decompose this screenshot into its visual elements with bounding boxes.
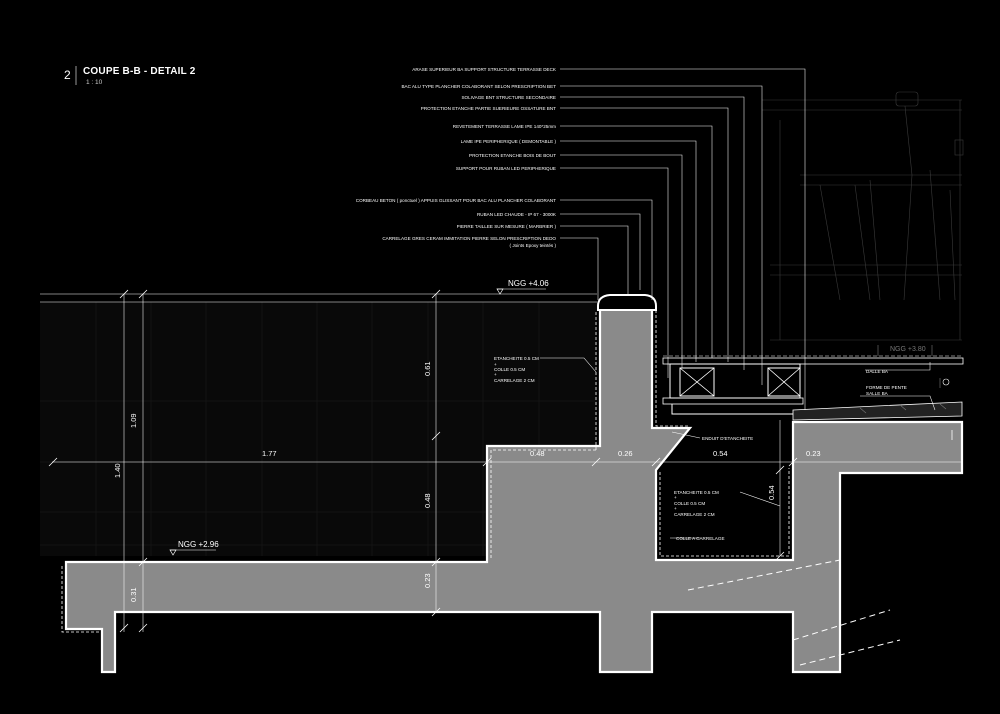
callout-labels: ARASE SUPERIEUR BA SUPPORT STRUCTURE TER… <box>356 67 557 248</box>
forme-label-2: SALLE BA <box>866 391 889 396</box>
dim-0-61: 0.61 <box>423 361 432 376</box>
dim-1-09: 1.09 <box>129 413 138 428</box>
dim-0-26: 0.26 <box>618 449 633 458</box>
dim-0-54-horizontal: 0.54 <box>713 449 728 458</box>
callout-8: SUPPORT POUR RUBAN LED PERIPHERIQUE <box>456 166 556 171</box>
callout-12-note: ( Joints Epoxy teintés ) <box>510 243 557 248</box>
dalle-label: DALLE BA <box>866 369 889 374</box>
dim-1-77: 1.77 <box>262 449 277 458</box>
level-bottom: NGG +2.96 <box>169 540 219 556</box>
left-layer-1: ETANCHEITE 0.5 CM <box>494 356 539 361</box>
level-right: NGG +3.80 <box>890 346 926 353</box>
right-plus-1: + <box>674 495 677 500</box>
dim-0-54-vertical: 0.54 <box>767 485 776 500</box>
callout-10: RUBAN LED CHAUDE - IP 67 - 3000K <box>477 212 557 217</box>
right-layer-1: ETANCHEITE 0.5 CM <box>674 490 719 495</box>
callout-2: BAC ALU TYPE PLANCHER COLABORANT SELON P… <box>401 84 556 89</box>
right-layer-2: COLLE 0.5 CM <box>674 501 705 506</box>
background-elevation <box>762 91 964 341</box>
callout-12: CARRELAGE GRES CERAM IMMITATION PIERRE S… <box>382 236 556 241</box>
concrete-section <box>61 294 964 674</box>
dim-0-48-vertical: 0.48 <box>423 493 432 508</box>
deck-structure <box>662 345 964 440</box>
level-bottom-text: NGG +2.96 <box>178 540 219 549</box>
level-top: NGG +4.06 <box>496 279 549 295</box>
dimension-text: 1.40 1.09 0.31 1.77 0.61 0.48 0.23 0.48 … <box>113 361 821 602</box>
callout-5: REVETEMENT TERRASSE LAME IPE 140*25mm <box>453 124 556 129</box>
dim-0-23-vertical: 0.23 <box>423 573 432 588</box>
right-plus-2: + <box>674 506 677 511</box>
detail-title: COUPE B-B - DETAIL 2 <box>83 66 196 77</box>
dim-0-48-horizontal: 0.48 <box>530 449 545 458</box>
enduit-label: ENDUIT D'ETANCHEITE <box>702 436 753 441</box>
left-plus-1: + <box>494 362 497 367</box>
title-block: 2 COUPE B-B - DETAIL 2 1 : 10 <box>64 66 196 86</box>
level-right-text: NGG +3.80 <box>890 346 926 353</box>
callout-leaders <box>540 68 936 539</box>
dim-1-40: 1.40 <box>113 463 122 478</box>
left-plus-2: + <box>494 372 497 377</box>
left-layer-2: COLLE 0.5 CM <box>494 367 525 372</box>
callout-11: PIERRE TAILLEE SUR MESURE ( MARBRIER ) <box>457 224 557 229</box>
dim-0-23-horizontal: 0.23 <box>806 449 821 458</box>
left-layer-3: CARRELAGE 2 CM <box>494 378 535 383</box>
layer-labels: ETANCHEITE 0.5 CM + COLLE 0.5 CM + CARRE… <box>494 356 907 541</box>
detail-scale: 1 : 10 <box>86 79 103 86</box>
colle-carrelage-label: COLLE A CARRELAGE <box>676 536 725 541</box>
callout-3: SOLIVAGE BNT STRUCTURE SECONDAIRE <box>461 95 556 100</box>
callout-1: ARASE SUPERIEUR BA SUPPORT STRUCTURE TER… <box>412 67 557 72</box>
dimension-lines <box>48 289 962 633</box>
detail-number: 2 <box>64 68 71 82</box>
forme-label-1: FORME DE PENTE <box>866 385 907 390</box>
right-layer-3: CARRELAGE 2 CM <box>674 512 715 517</box>
level-top-text: NGG +4.06 <box>508 279 549 288</box>
callout-4: PROTECTION ETANCHE PARTIE SUERIEURE OSSA… <box>421 106 556 111</box>
callout-9: CORBEAU BETON ( ponctuel ) APPUIS GLISSA… <box>356 198 556 203</box>
dim-0-31: 0.31 <box>129 587 138 602</box>
callout-7: PROTECTION ETANCHE BOIS DE BOUT <box>469 153 556 158</box>
level-markers: NGG +4.06 NGG +2.96 NGG +3.80 <box>169 279 926 556</box>
callout-6: LAME IPE PERIPHERIQUE ( DEMONTABLE ) <box>461 139 557 144</box>
